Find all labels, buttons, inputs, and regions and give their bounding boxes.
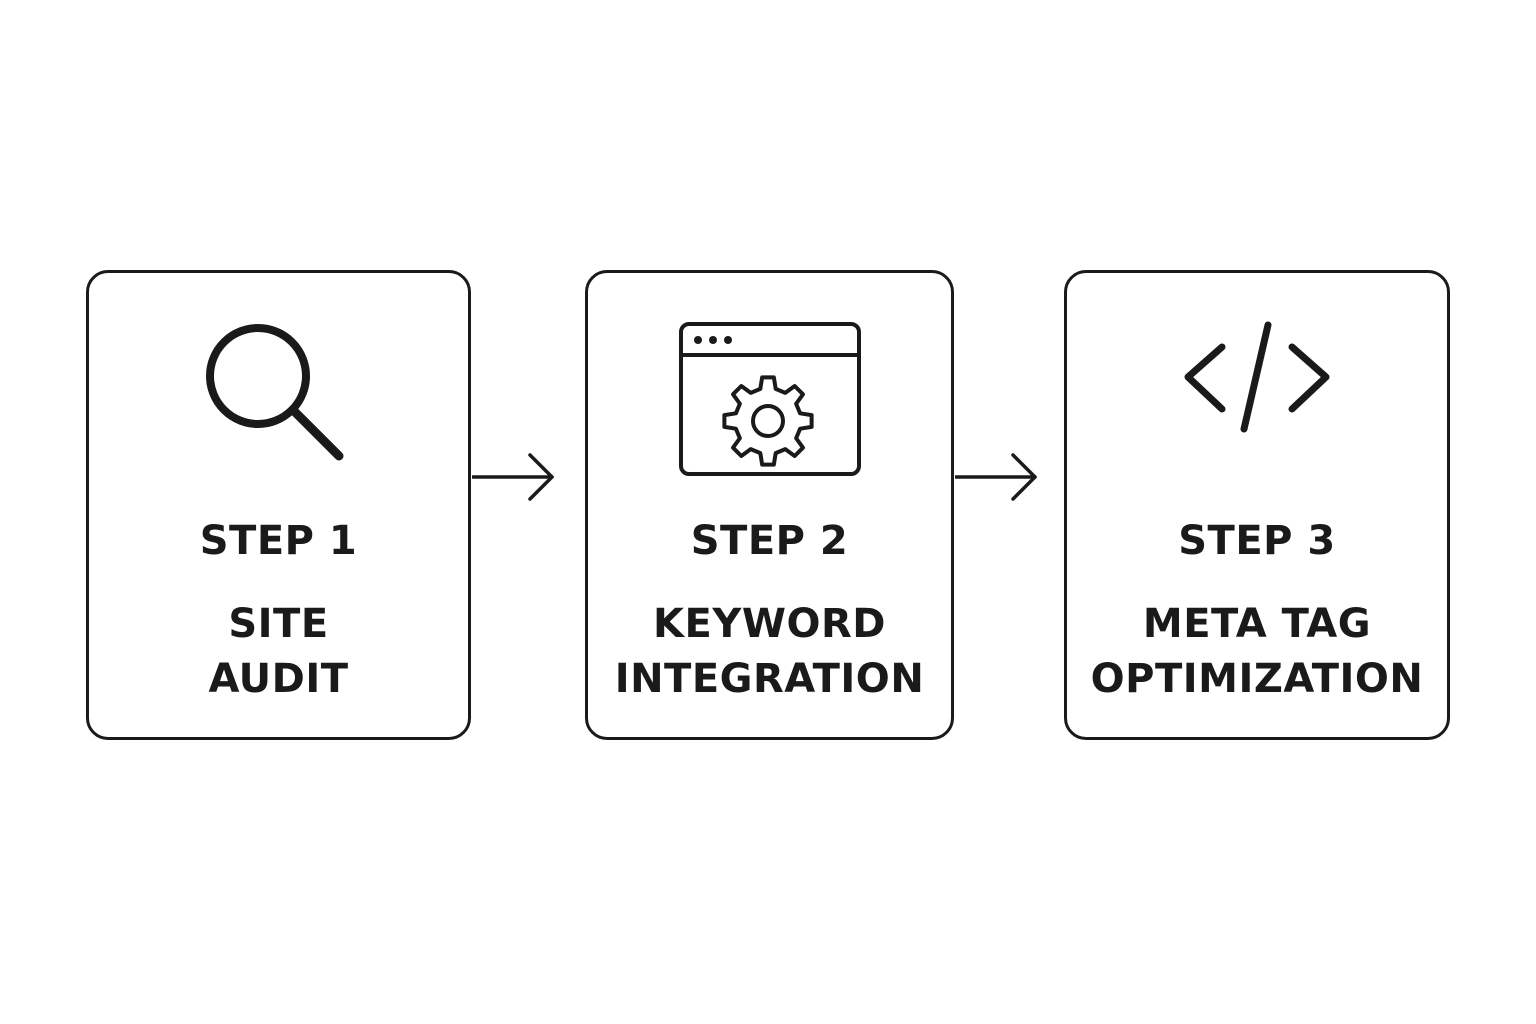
code-brackets-icon <box>1067 321 1447 486</box>
step-2-title-line-2: INTEGRATION <box>614 656 925 702</box>
step-1-number: STEP 1 <box>199 518 358 564</box>
step-1-title: SITE AUDIT <box>89 597 468 707</box>
step-3-title: META TAG OPTIMIZATION <box>1067 597 1447 707</box>
step-2-title-line-1: KEYWORD <box>653 601 886 647</box>
magnifying-glass-icon <box>89 321 468 486</box>
step-1-box: STEP 1 SITE AUDIT <box>86 270 471 740</box>
browser-gear-icon <box>588 321 951 486</box>
step-2-box: STEP 2 KEYWORD INTEGRATION <box>585 270 954 740</box>
arrow-right-icon <box>470 453 558 501</box>
step-2-title: KEYWORD INTEGRATION <box>588 597 951 707</box>
step-3-number: STEP 3 <box>1178 518 1336 564</box>
step-3-title-line-1: META TAG <box>1142 601 1372 647</box>
step-2-number: STEP 2 <box>690 518 849 564</box>
step-1-title-line-1: SITE <box>228 601 329 647</box>
step-1-title-line-2: AUDIT <box>208 656 349 702</box>
step-3-box: STEP 3 META TAG OPTIMIZATION <box>1064 270 1450 740</box>
step-3-title-line-2: OPTIMIZATION <box>1090 656 1424 702</box>
arrow-right-icon <box>953 453 1041 501</box>
